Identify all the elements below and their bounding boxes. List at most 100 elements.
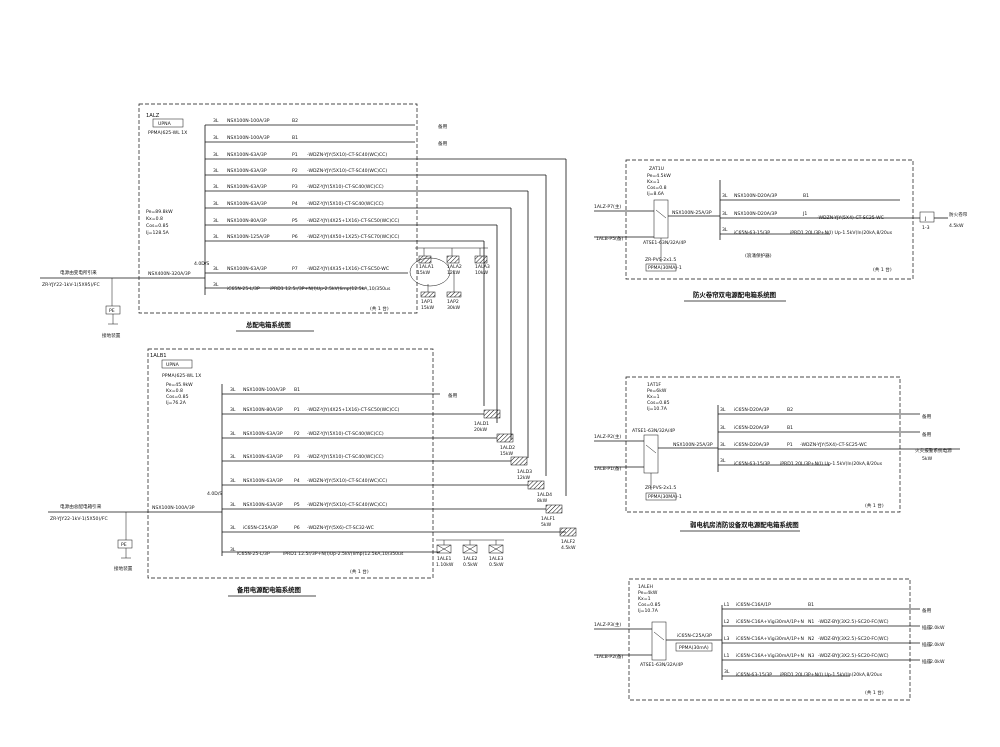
svg-text:B2: B2 bbox=[292, 118, 298, 124]
panel-1alz-circuit-7: 3L NSX100N-125A/3P P6 -WDZ-YJY(4X50+1X25… bbox=[205, 234, 484, 242]
svg-text:B1: B1 bbox=[294, 387, 300, 393]
svg-text:iC65N-63-15/3P: iC65N-63-15/3P bbox=[736, 672, 772, 678]
panel-1alz-footer: (共 1 台) bbox=[370, 305, 389, 312]
svg-text:iPRD1 12.5r/3P+N(I)Up-2.5kV(Ii: iPRD1 12.5r/3P+N(I)Up-2.5kV(Iimp)12.5kA,… bbox=[283, 551, 404, 557]
svg-text:ATSE1-63N/32A/4P: ATSE1-63N/32A/4P bbox=[643, 240, 686, 246]
panel-1alz-cabinet: PPMA(625-WL 1X bbox=[148, 130, 187, 136]
svg-text:NSX100N-63A/3P: NSX100N-63A/3P bbox=[243, 502, 283, 508]
svg-text:1.10kW: 1.10kW bbox=[436, 562, 454, 568]
panel-1alz-border bbox=[138, 103, 418, 314]
svg-text:2.0kW: 2.0kW bbox=[930, 642, 945, 648]
panel-1alz-incoming-cable: ZR-YJY22-1kV-1(5X95)/FC bbox=[42, 282, 100, 288]
svg-text:NSX100N-D20A/3P: NSX100N-D20A/3P bbox=[734, 211, 777, 217]
svg-text:-WDZ-YJY(4X25+1X16)-CT-SC50(WC: -WDZ-YJY(4X25+1X16)-CT-SC50(WC)CC) bbox=[307, 218, 400, 224]
svg-text:3L: 3L bbox=[213, 184, 219, 190]
panel-1alz-incoming-note: 电源由变电所引来 bbox=[60, 269, 97, 276]
feeder-1ald1-box bbox=[483, 409, 501, 419]
panel-1at1f: 1AT1F Pe=6kW Kx=1 Cos=0.85 Ij=10.7A 1ALZ… bbox=[594, 376, 960, 532]
svg-text:1AP1: 1AP1 bbox=[421, 299, 433, 305]
feeder-1ald4-box bbox=[527, 480, 545, 490]
svg-text:ATSE1-63N/32A/4P: ATSE1-63N/32A/4P bbox=[640, 662, 683, 668]
svg-text:NSX100N-63A/3P: NSX100N-63A/3P bbox=[227, 184, 267, 190]
svg-text:0.5kW: 0.5kW bbox=[463, 562, 478, 568]
svg-text:N2: N2 bbox=[808, 636, 814, 642]
svg-text:30kW: 30kW bbox=[447, 305, 461, 311]
svg-text:P2: P2 bbox=[294, 431, 300, 437]
panel-1alz-circuit-3: 3L NSX100N-63A/3P P2 -WDZN-YJY(5X10)-CT-… bbox=[205, 168, 546, 176]
svg-text:备用: 备用 bbox=[922, 431, 932, 438]
svg-text:3L: 3L bbox=[230, 431, 236, 437]
svg-text:-WDZ-BYJ(3X2.5)-SC20-FC(WC): -WDZ-BYJ(3X2.5)-SC20-FC(WC) bbox=[818, 619, 889, 625]
svg-text:1ALD2: 1ALD2 bbox=[500, 445, 515, 451]
svg-text:iC65N-D20A/3P: iC65N-D20A/3P bbox=[734, 407, 769, 413]
svg-text:1ALZ-P3(主): 1ALZ-P3(主) bbox=[594, 621, 621, 628]
panel-1alz-circuit-2: 3L NSX100N-63A/3P P1 -WDZN-YJY(5X10)-CT-… bbox=[205, 152, 566, 160]
panel-1alz-param-1: Kx=0.8 bbox=[146, 216, 163, 222]
svg-text:5kW: 5kW bbox=[541, 522, 552, 528]
svg-text:NSX100N-80A/3P: NSX100N-80A/3P bbox=[227, 218, 267, 224]
svg-text:ZAT1U: ZAT1U bbox=[649, 166, 664, 172]
svg-text:Pe=6kW: Pe=6kW bbox=[647, 388, 667, 394]
panel-1alz-meter-box bbox=[152, 118, 184, 128]
svg-text:iPRD1 20L/3P+N(I) Up-1.5kV(In): iPRD1 20L/3P+N(I) Up-1.5kV(In)20kA,8/20u… bbox=[790, 230, 893, 236]
svg-text:B1: B1 bbox=[808, 602, 814, 608]
svg-text:B2: B2 bbox=[787, 407, 793, 413]
svg-text:3L: 3L bbox=[213, 282, 219, 288]
svg-text:P6: P6 bbox=[294, 525, 300, 531]
svg-text:3L: 3L bbox=[213, 201, 219, 207]
svg-text:防火卷帘: 防火卷帘 bbox=[949, 211, 968, 218]
panel-1alb1-circuit-2: 3L NSX100N-63A/3P P2 -WDZ-YJY(5X10)-CT-S… bbox=[222, 431, 497, 439]
panel-1alb1-circuit-4: 3L NSX100N-63A/3P P4 -WDZN-YJY(5X10)-CT-… bbox=[222, 478, 528, 486]
load-1ale2-box bbox=[462, 544, 478, 554]
svg-text:Cos=0.8: Cos=0.8 bbox=[647, 185, 667, 191]
svg-text:1ALE2: 1ALE2 bbox=[463, 556, 478, 562]
svg-text:Ij=10.7A: Ij=10.7A bbox=[647, 406, 668, 412]
svg-text:3L: 3L bbox=[230, 502, 236, 508]
svg-text:1ALF1: 1ALF1 bbox=[541, 516, 555, 522]
svg-text:L1: L1 bbox=[724, 602, 730, 608]
svg-text:P7: P7 bbox=[292, 266, 298, 272]
svg-text:3L: 3L bbox=[213, 234, 219, 240]
svg-text:1-3: 1-3 bbox=[922, 225, 930, 231]
feeder-1ald3-box bbox=[510, 456, 528, 466]
svg-text:NSX100N-80A/3P: NSX100N-80A/3P bbox=[243, 407, 283, 413]
svg-text:P1: P1 bbox=[787, 442, 793, 448]
svg-text:(浪涌保护器): (浪涌保护器) bbox=[745, 252, 772, 259]
panel-1aleh-border bbox=[628, 578, 911, 701]
svg-text:B1: B1 bbox=[803, 193, 809, 199]
svg-text:ZR-PVS-2x1.5: ZR-PVS-2x1.5 bbox=[645, 257, 676, 263]
svg-text:3L: 3L bbox=[213, 152, 219, 158]
svg-text:1ALE1: 1ALE1 bbox=[437, 556, 452, 562]
panel-1alz-circuit-4: 3L NSX100N-63A/3P P3 -WDZ-YJY(5X10)-CT-S… bbox=[205, 184, 528, 192]
load-1ala2-box bbox=[446, 255, 460, 264]
svg-text:1ALZ-P7(主): 1ALZ-P7(主) bbox=[594, 203, 621, 210]
panel-1alz-right-label-1: 备用 bbox=[438, 140, 448, 147]
svg-text:-WDZN-YJY(5X4)-CT-SC25-WC: -WDZN-YJY(5X4)-CT-SC25-WC bbox=[800, 442, 867, 448]
panel-zat1u-ats-box bbox=[653, 199, 669, 239]
svg-text:Pe=45.9kW: Pe=45.9kW bbox=[166, 382, 193, 388]
svg-text:Cos=0.85: Cos=0.85 bbox=[638, 602, 661, 608]
svg-text:1ALE3: 1ALE3 bbox=[489, 556, 504, 562]
svg-text:0.5kW: 0.5kW bbox=[489, 562, 504, 568]
svg-text:iC65N-C16A+Vigi30mA/1P+N: iC65N-C16A+Vigi30mA/1P+N bbox=[736, 619, 804, 625]
load-1ap1-box bbox=[420, 291, 436, 298]
panel-1alz-main-breaker: NSX400N-320A/3P bbox=[148, 271, 191, 277]
panel-1at1f-ats-box bbox=[643, 434, 659, 474]
svg-text:-WDZN-YJY(5X10)-CT-SC40(WC)CC): -WDZN-YJY(5X10)-CT-SC40(WC)CC) bbox=[307, 168, 387, 174]
svg-text:NSX100N-63A/3P: NSX100N-63A/3P bbox=[243, 478, 283, 484]
svg-text:Pe=4kW: Pe=4kW bbox=[638, 590, 658, 596]
svg-text:NSX100N-63A/3P: NSX100N-63A/3P bbox=[227, 266, 267, 272]
svg-text:-WDZ-BYJ(3X2.5)-SC20-FC(WC): -WDZ-BYJ(3X2.5)-SC20-FC(WC) bbox=[818, 653, 889, 659]
panel-1alz-param-0: Pe=89.8kW bbox=[146, 209, 173, 215]
svg-text:-WDZ-YJY(5X10)-CT-SC40(WC)CC): -WDZ-YJY(5X10)-CT-SC40(WC)CC) bbox=[307, 184, 384, 190]
svg-text:3L: 3L bbox=[230, 407, 236, 413]
svg-text:PPMA(625-WL 1X: PPMA(625-WL 1X bbox=[162, 373, 201, 379]
svg-text:-WDZN-YJY(5X10)-CT-SC40(WC)CC): -WDZN-YJY(5X10)-CT-SC40(WC)CC) bbox=[307, 152, 387, 158]
svg-text:-WDZ-YJY(5X10)-CT-SC40(WC)CC): -WDZ-YJY(5X10)-CT-SC40(WC)CC) bbox=[307, 431, 384, 437]
svg-text:Pe=4.5kW: Pe=4.5kW bbox=[647, 173, 671, 179]
svg-text:1ALA3: 1ALA3 bbox=[475, 264, 490, 270]
svg-text:2.0kW: 2.0kW bbox=[930, 659, 945, 665]
panel-zat1u-device-box bbox=[919, 211, 935, 223]
panel-1alb1-caption: 备用电源配电箱系统图 bbox=[236, 585, 301, 594]
